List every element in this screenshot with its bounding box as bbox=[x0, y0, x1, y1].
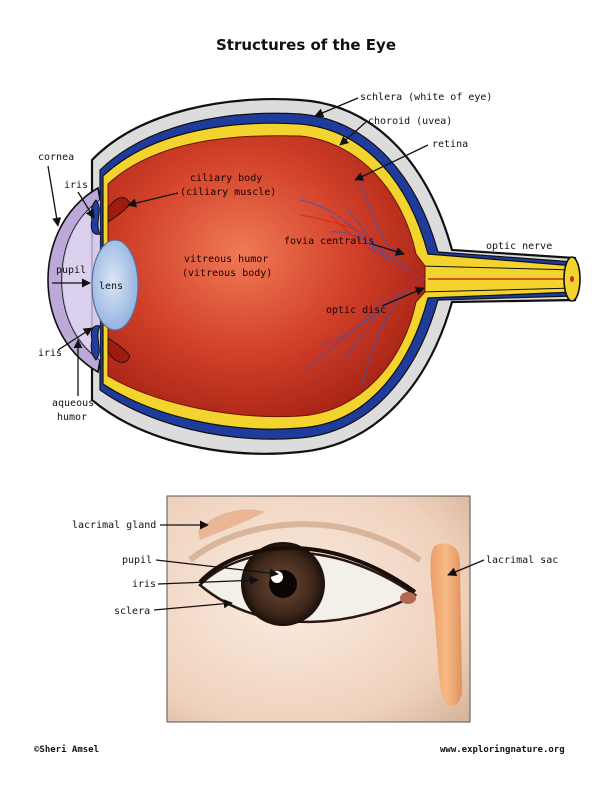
label-ciliary-body-line2: (ciliary muscle) bbox=[180, 187, 276, 198]
label-sclera: schlera (white of eye) bbox=[360, 92, 492, 103]
lens bbox=[91, 239, 139, 331]
label-pupil-external: pupil bbox=[122, 555, 152, 566]
label-aqueous-line1: aqueous bbox=[52, 398, 94, 409]
label-sclera-external: sclera bbox=[114, 606, 150, 617]
label-iris-external: iris bbox=[132, 579, 156, 590]
label-lacrimal-gland: lacrimal gland bbox=[72, 520, 156, 531]
iris-lower bbox=[90, 325, 101, 361]
lacrimal-gland bbox=[198, 509, 265, 540]
external-eye-illustration bbox=[166, 495, 471, 723]
label-vitreous-line2: (vitreous body) bbox=[182, 268, 272, 279]
eye-cross-section bbox=[47, 97, 581, 455]
lacrimal-sac bbox=[430, 543, 462, 707]
page-title: Structures of the Eye bbox=[216, 36, 396, 54]
label-optic-disc: optic disc bbox=[326, 305, 386, 316]
eye-diagram-labels: schlera (white of eye) choroid (uvea) re… bbox=[38, 92, 552, 423]
label-optic-nerve: optic nerve bbox=[486, 241, 552, 252]
label-ciliary-body-line1: ciliary body bbox=[190, 173, 262, 184]
retinal-blood-vessels bbox=[299, 179, 426, 386]
external-eye-labels: lacrimal gland pupil iris sclera lacrima… bbox=[72, 520, 558, 617]
footer-copyright: ©Sheri Amsel bbox=[34, 744, 99, 755]
label-choroid: choroid (uvea) bbox=[368, 116, 452, 127]
label-lens: lens bbox=[99, 281, 123, 292]
label-aqueous-line2: humor bbox=[57, 412, 87, 423]
label-vitreous-line1: vitreous humor bbox=[184, 254, 268, 265]
label-cornea: cornea bbox=[38, 152, 74, 163]
label-iris-top: iris bbox=[64, 180, 88, 191]
label-fovea: fovia centralis bbox=[284, 236, 374, 247]
label-iris-bottom: iris bbox=[38, 348, 62, 359]
label-retina: retina bbox=[432, 139, 468, 150]
iris-upper bbox=[90, 199, 101, 235]
label-pupil: pupil bbox=[56, 265, 86, 276]
label-lacrimal-sac: lacrimal sac bbox=[486, 555, 558, 566]
footer-website: www.exploringnature.org bbox=[440, 744, 565, 755]
